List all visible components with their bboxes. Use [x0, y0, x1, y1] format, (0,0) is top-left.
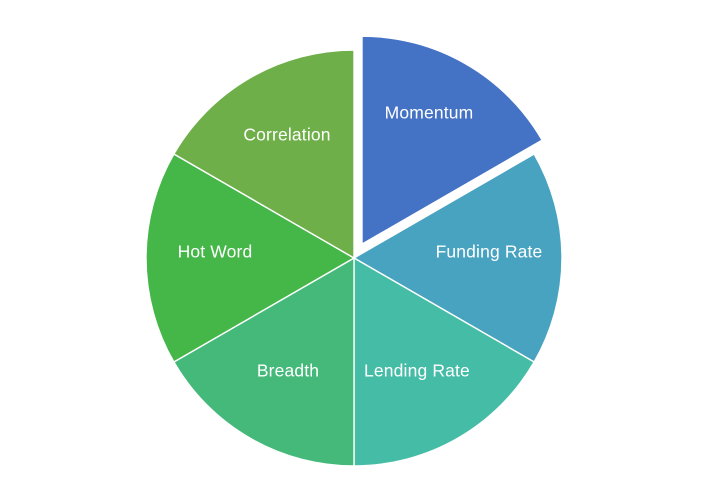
pie-slice-label-correlation: Correlation — [243, 125, 330, 145]
pie-slice-label-lending-rate: Lending Rate — [364, 361, 470, 381]
pie-slice-funding-rate[interactable] — [353, 153, 563, 363]
pie-slice-label-hot-word: Hot Word — [178, 242, 253, 262]
pie-slice-hot-word[interactable] — [145, 153, 355, 363]
pie-slice-label-momentum: Momentum — [385, 103, 474, 123]
pie-slice-label-funding-rate: Funding Rate — [436, 242, 543, 262]
pie-slice-layer — [145, 35, 563, 467]
pie-slice-label-breadth: Breadth — [257, 361, 319, 381]
pie-slice-lending-rate[interactable] — [353, 257, 535, 467]
pie-slice-breadth[interactable] — [173, 257, 355, 467]
pie-slice-correlation[interactable] — [173, 49, 355, 259]
pie-slice-momentum[interactable] — [361, 35, 543, 245]
